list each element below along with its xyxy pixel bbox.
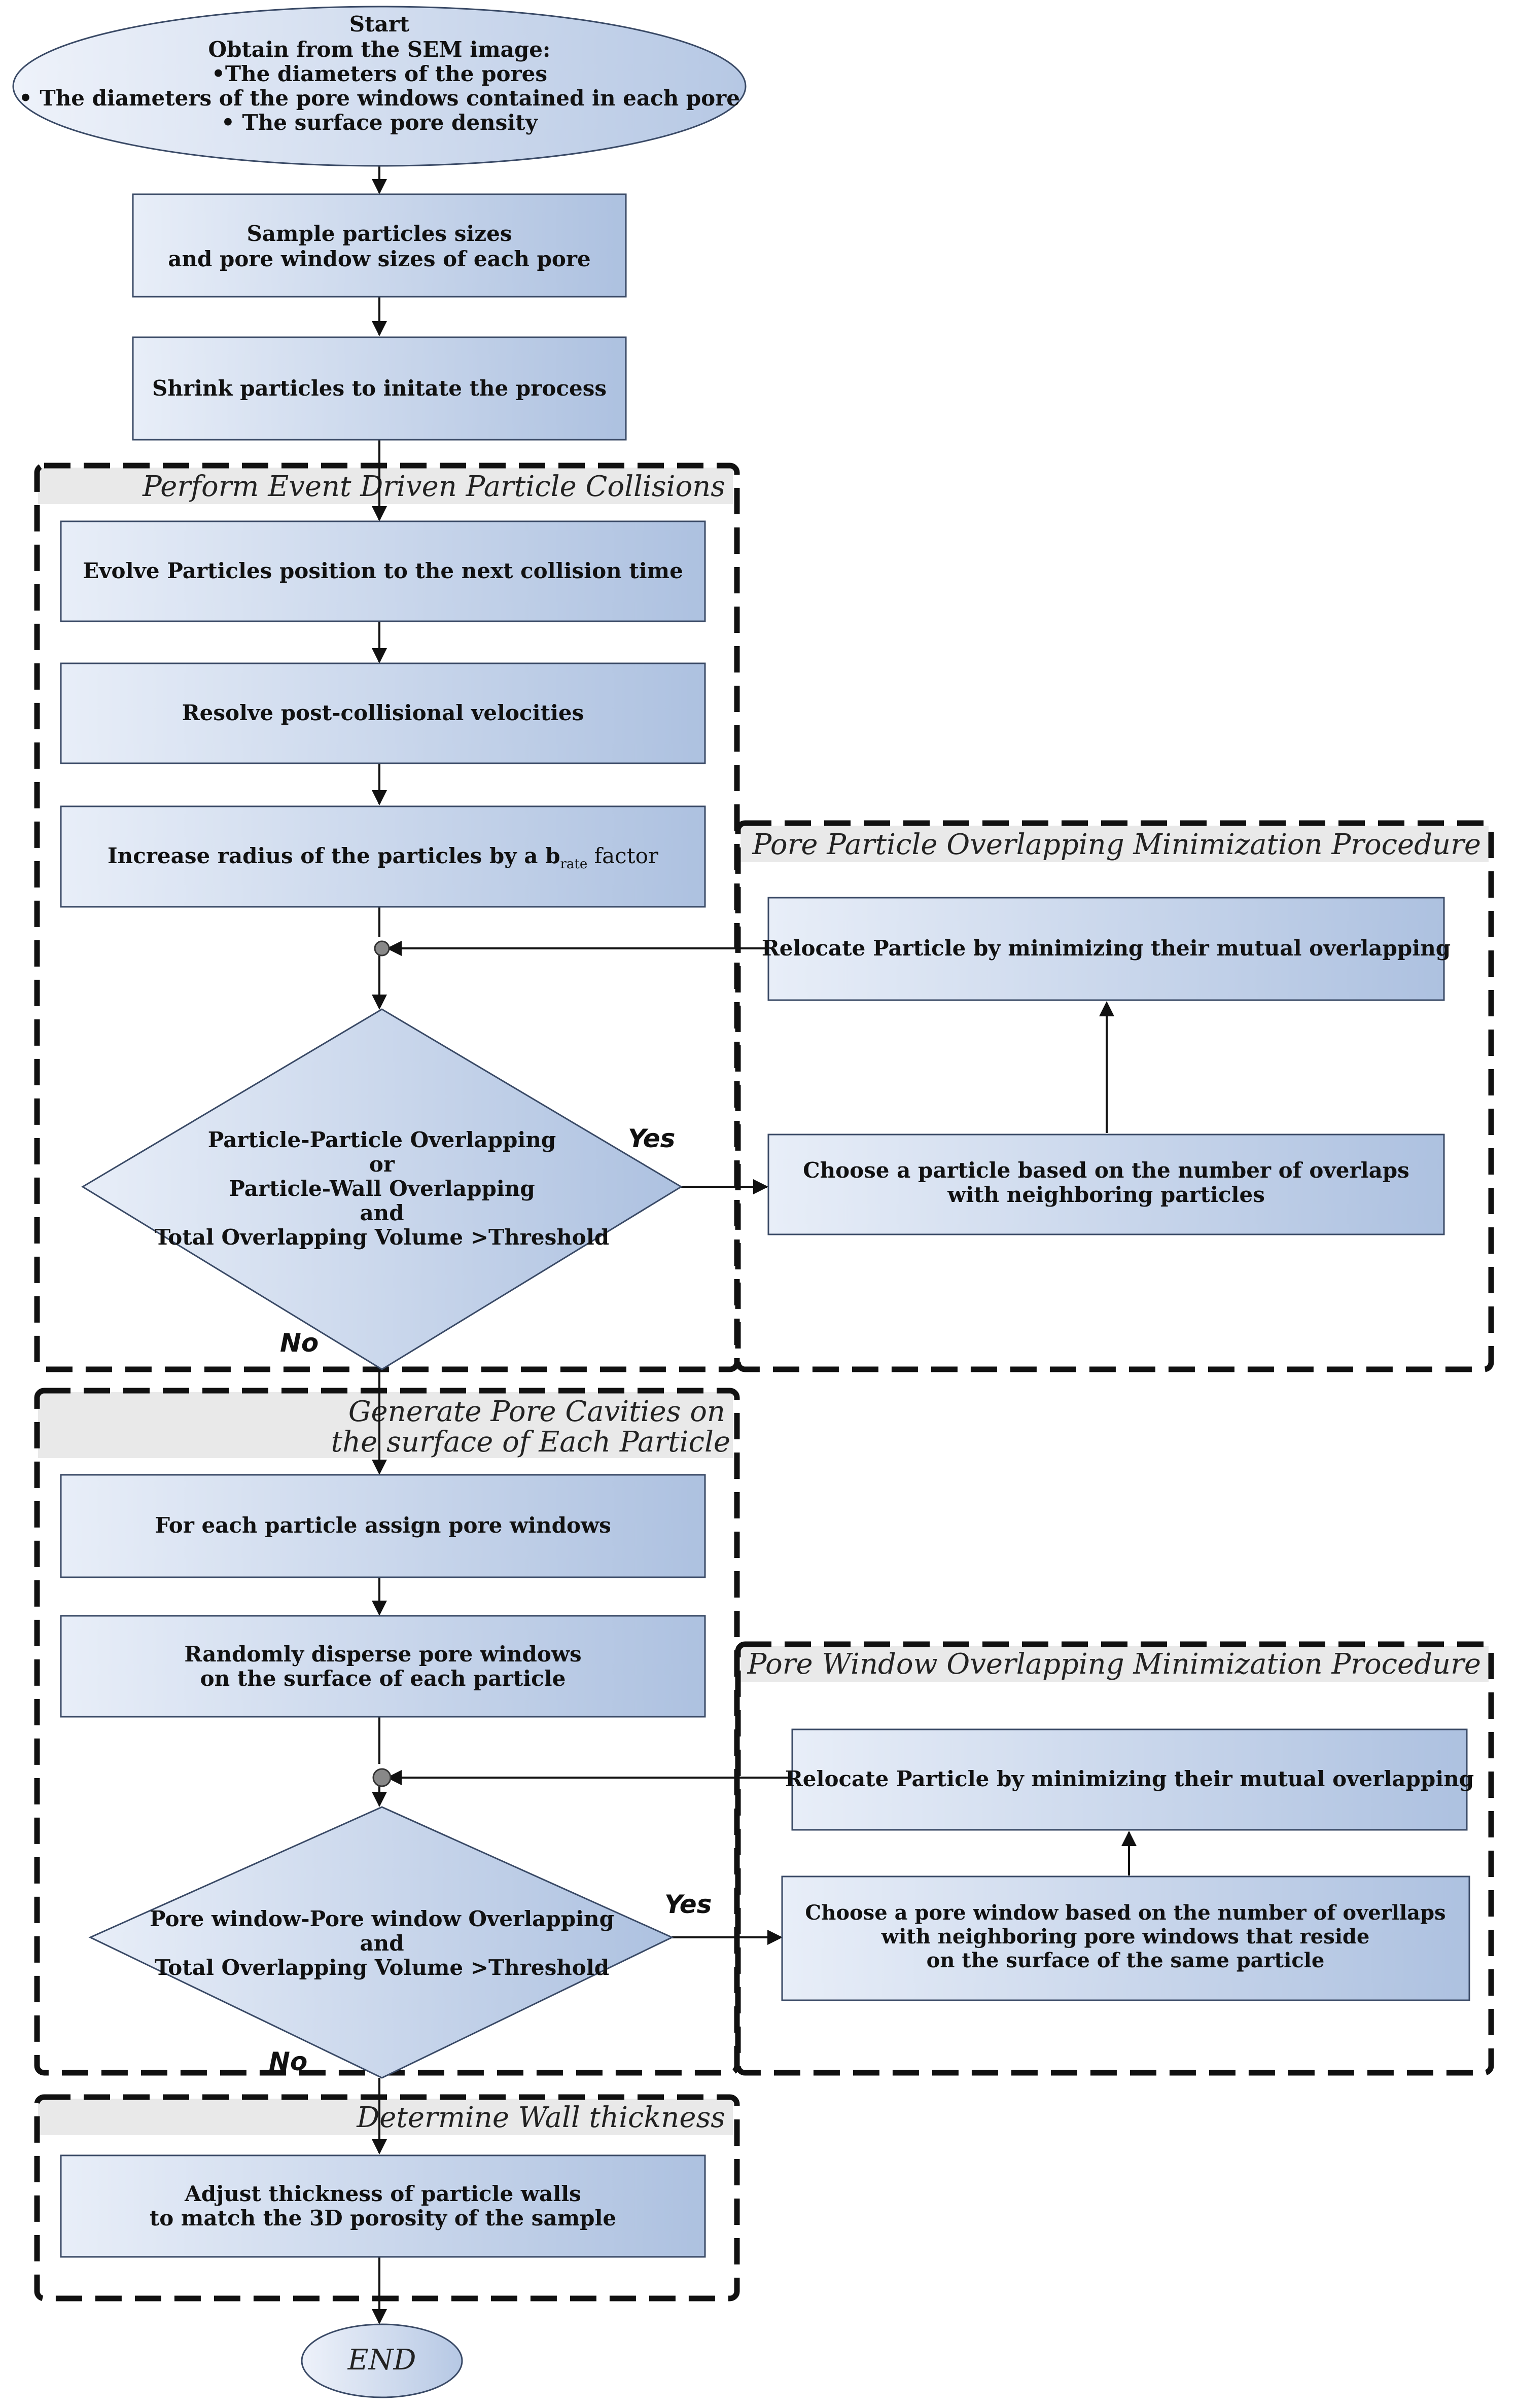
- increase-radius-before: Increase radius of the particles by a b: [108, 843, 560, 868]
- disperse-windows-line-1: Randomly disperse pore windows: [184, 1642, 581, 1667]
- pore-cavities-title-band: [38, 1392, 733, 1458]
- collisions-title-band: [38, 468, 733, 504]
- resolve-label: Resolve post-collisional velocities: [182, 700, 584, 725]
- collisions-frame: [34, 463, 740, 1372]
- relocate-particle-label-1: Relocate Particle by minimizing their mu…: [762, 936, 1451, 961]
- decision-1-line-4: and: [360, 1200, 404, 1225]
- increase-radius-label: Increase radius of the particles by a br…: [108, 843, 659, 872]
- choose-particle-box: [767, 1134, 1445, 1235]
- assign-windows-box: [60, 1474, 706, 1578]
- decision-2-line-3: Total Overlapping Volume >Threshold: [155, 1955, 609, 1980]
- end-node: [301, 2323, 463, 2398]
- choose-particle-line-2: with neighboring particles: [947, 1182, 1265, 1207]
- start-node: [12, 6, 747, 167]
- choose-window-line-1: Choose a pore window based on the number…: [805, 1901, 1445, 1925]
- disperse-windows-box: [60, 1615, 706, 1718]
- junction-2: [372, 1768, 392, 1787]
- relocate-particle-box-2: [791, 1728, 1468, 1831]
- increase-radius-sub: rate: [560, 857, 587, 872]
- adjust-thickness-box: [60, 2154, 706, 2258]
- relocate-particle-label-2: Relocate Particle by minimizing their mu…: [785, 1766, 1474, 1791]
- end-label: END: [347, 2344, 416, 2377]
- window-minimization-title: Pore Window Overlapping Minimization Pro…: [747, 1648, 1481, 1681]
- shrink-box: [132, 336, 627, 441]
- collisions-title: Perform Event Driven Particle Collisions: [142, 470, 725, 503]
- evolve-box: [60, 520, 706, 622]
- relocate-particle-box-1: [767, 897, 1445, 1001]
- start-label: Start: [349, 12, 410, 37]
- adjust-thickness-line-1: Adjust thickness of particle walls: [184, 2181, 581, 2206]
- decision-2-line-2: and: [360, 1931, 404, 1956]
- yes-label-1: Yes: [628, 1124, 675, 1153]
- evolve-label: Evolve Particles position to the next co…: [83, 558, 683, 583]
- yes-label-2: Yes: [664, 1890, 712, 1919]
- shrink-label: Shrink particles to initate the process: [152, 376, 607, 401]
- no-label-1: No: [280, 1328, 319, 1358]
- increase-radius-after: factor: [587, 843, 659, 868]
- wall-thickness-title-band: [38, 2099, 733, 2135]
- wall-thickness-title: Determine Wall thickness: [356, 2101, 725, 2134]
- start-intro: Obtain from the SEM image:: [208, 37, 551, 62]
- decision-1-line-5: Total Overlapping Volume >Threshold: [155, 1225, 609, 1250]
- sample-sizes-line-1: Sample particles sizes: [246, 221, 512, 246]
- window-overlap-decision: [88, 1806, 674, 2079]
- decision-1-line-1: Particle-Particle Overlapping: [208, 1127, 556, 1152]
- window-minimization-title-band: [740, 1646, 1489, 1682]
- pore-cavities-title-line-1: Generate Pore Cavities on: [348, 1395, 725, 1428]
- choose-window-line-2: with neighboring pore windows that resid…: [881, 1925, 1370, 1949]
- particle-overlap-decision: [81, 1008, 683, 1370]
- sample-sizes-line-2: and pore window sizes of each pore: [168, 246, 590, 271]
- choose-particle-line-1: Choose a particle based on the number of…: [803, 1158, 1409, 1183]
- wall-thickness-frame: [34, 2094, 740, 2301]
- assign-windows-label: For each particle assign pore windows: [155, 1513, 611, 1538]
- start-item-1: •The diameters of the pores: [211, 61, 547, 86]
- particle-minimization-title-band: [740, 826, 1489, 862]
- decision-1-line-3: Particle-Wall Overlapping: [229, 1176, 535, 1201]
- particle-minimization-frame: [735, 820, 1494, 1372]
- increase-radius-box: [60, 805, 706, 908]
- pore-cavities-title-line-2: the surface of Each Particle: [331, 1426, 730, 1459]
- window-minimization-frame: [735, 1641, 1494, 2076]
- start-item-3: • The surface pore density: [221, 110, 539, 135]
- disperse-windows-line-2: on the surface of each particle: [200, 1666, 566, 1691]
- no-label-2: No: [269, 2047, 307, 2076]
- start-item-2: • The diameters of the pore windows cont…: [19, 86, 740, 111]
- junction-1: [374, 940, 390, 957]
- choose-window-line-3: on the surface of the same particle: [927, 1949, 1325, 1972]
- particle-minimization-title: Pore Particle Overlapping Minimization P…: [752, 828, 1481, 861]
- adjust-thickness-line-2: to match the 3D porosity of the sample: [150, 2206, 616, 2230]
- choose-window-box: [781, 1875, 1470, 2001]
- resolve-box: [60, 662, 706, 764]
- decision-1-line-2: or: [369, 1152, 395, 1177]
- decision-2-line-1: Pore window-Pore window Overlapping: [150, 1906, 614, 1931]
- sample-sizes-box: [132, 193, 627, 298]
